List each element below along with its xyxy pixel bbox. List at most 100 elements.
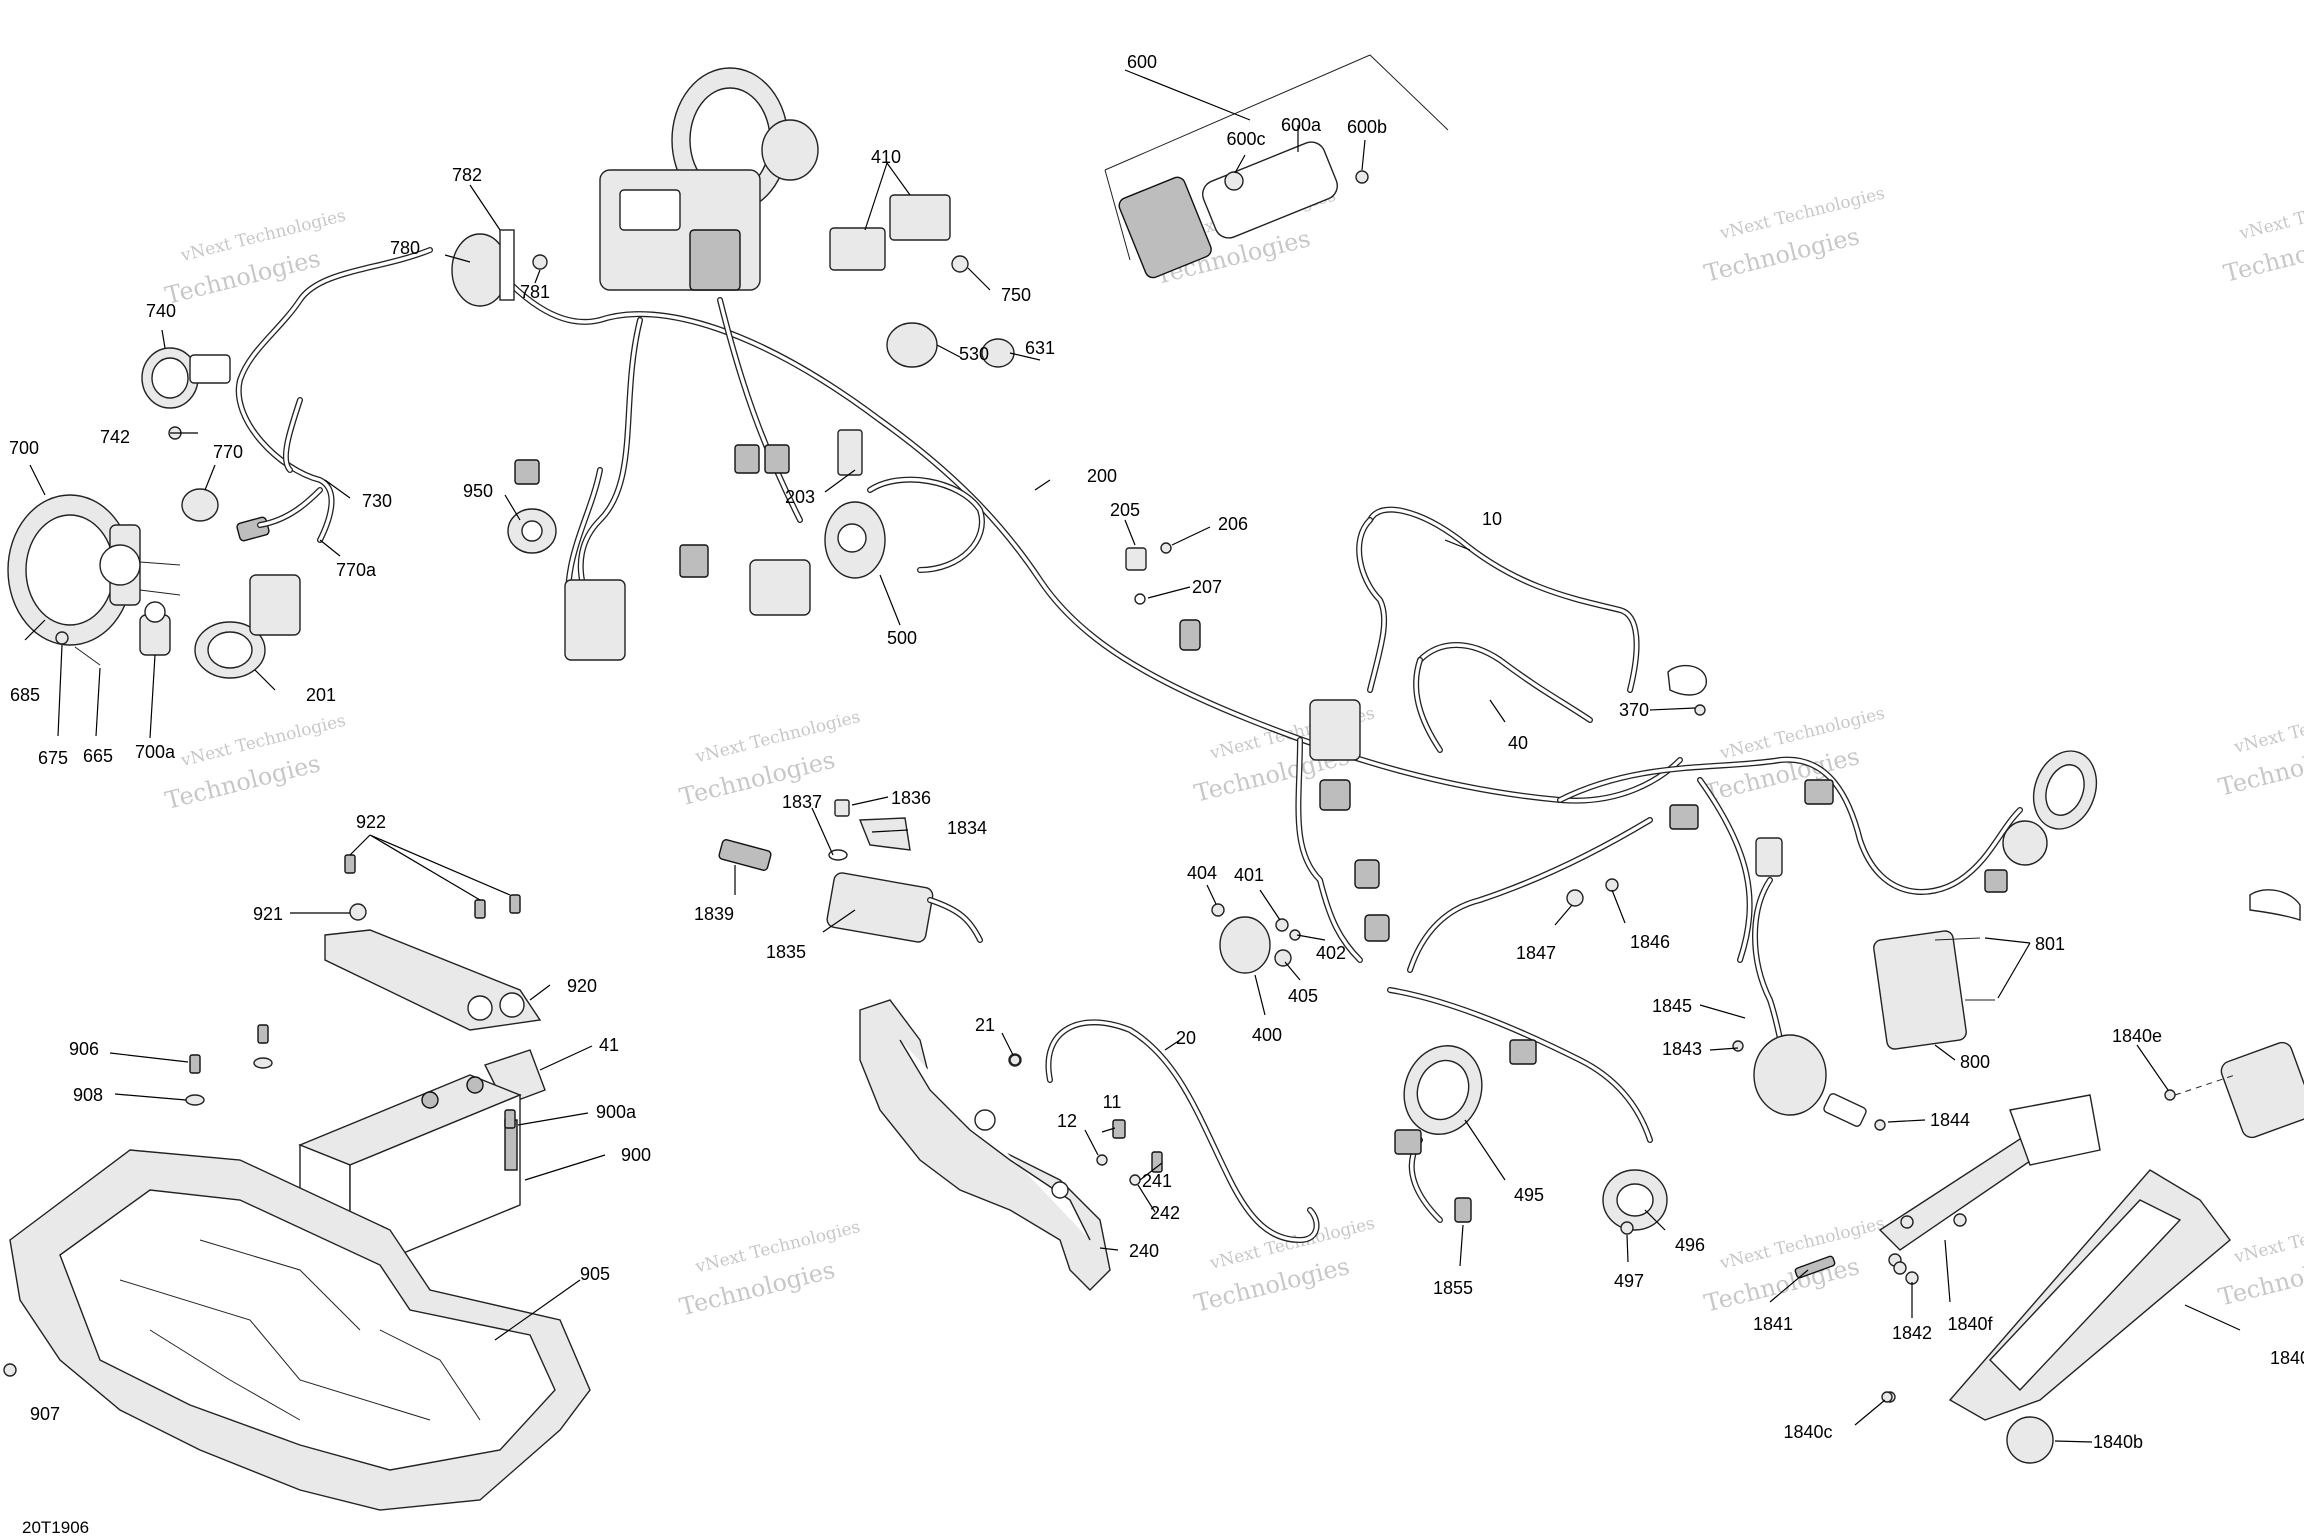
- callout-800: 800: [1960, 1052, 1990, 1072]
- callout-700a: 700a: [135, 742, 176, 762]
- callout-1840f: 1840f: [1947, 1314, 1993, 1334]
- bracket-1840f: [1878, 1094, 2101, 1267]
- fastener-21: [1009, 1054, 1021, 1066]
- front-harness-730: [235, 247, 433, 543]
- relay-400: [1211, 903, 1301, 974]
- callout-906: 906: [69, 1039, 99, 1059]
- callout-1840b: 1840b: [2093, 1432, 2143, 1452]
- callout-500: 500: [887, 628, 917, 648]
- callout-241: 241: [1142, 1171, 1172, 1191]
- callout-21: 21: [975, 1015, 995, 1035]
- callout-405: 405: [1288, 986, 1318, 1006]
- callout-782: 782: [452, 165, 482, 185]
- clip-203: [837, 429, 863, 476]
- bulb-700a: [139, 601, 171, 656]
- light-495: [1394, 1039, 1537, 1155]
- callout-496: 496: [1675, 1235, 1705, 1255]
- connector-right-edge: [2249, 889, 2301, 921]
- callout-1842: 1842: [1892, 1323, 1932, 1343]
- callout-201: 201: [306, 685, 336, 705]
- callout-770: 770: [213, 442, 243, 462]
- connector-block: [514, 444, 811, 661]
- light-496: [1602, 1169, 1668, 1235]
- light-740: [141, 347, 231, 440]
- harness-500: [867, 476, 985, 573]
- callout-675: 675: [38, 748, 68, 768]
- fasteners-205-207: [1125, 542, 1201, 651]
- callout-750: 750: [1001, 285, 1031, 305]
- bulb-770: [181, 487, 323, 542]
- callout-1855: 1855: [1433, 1278, 1473, 1298]
- clip-370: [1667, 664, 1707, 716]
- callout-205: 205: [1110, 500, 1140, 520]
- bracket-240: [859, 999, 1111, 1291]
- callout-240: 240: [1129, 1241, 1159, 1261]
- hold-down-920: [324, 854, 542, 1031]
- lamp-201: [194, 574, 301, 679]
- callout-900a: 900a: [596, 1102, 637, 1122]
- watermark: vNext Technologies Technologies: [162, 711, 347, 815]
- module-500: [824, 501, 886, 579]
- callout-742: 742: [100, 427, 130, 447]
- callout-781: 781: [520, 282, 550, 302]
- callout-1834: 1834: [947, 818, 987, 838]
- watermark-line1: vNext Technologies: [2231, 1207, 2304, 1268]
- bracket-1840: [1884, 1169, 2231, 1464]
- callout-665: 665: [83, 746, 113, 766]
- connector-1845: [1755, 837, 1783, 877]
- callout-495: 495: [1514, 1185, 1544, 1205]
- watermark: vNext Technologies Technologies: [2216, 697, 2304, 801]
- callout-1840c: 1840c: [1783, 1422, 1832, 1442]
- gauge-cluster: [599, 67, 819, 291]
- callout-905: 905: [580, 1264, 610, 1284]
- callout-400: 400: [1252, 1025, 1282, 1045]
- callout-1843: 1843: [1662, 1039, 1702, 1059]
- watermark: vNext Technologies Technologies: [2216, 1207, 2304, 1311]
- lamp-right-upper: [1984, 750, 2098, 893]
- connector-1855: [1454, 1197, 1472, 1223]
- watermark: vNext Technologies Technologies: [677, 707, 862, 811]
- callout-900: 900: [621, 1145, 651, 1165]
- callout-770a: 770a: [336, 560, 377, 580]
- callout-922: 922: [356, 812, 386, 832]
- fasteners-906-908: [185, 1024, 273, 1106]
- relay-410: [829, 194, 951, 271]
- main-harness-200: [477, 247, 2023, 973]
- callout-600a: 600a: [1281, 115, 1322, 135]
- callout-206: 206: [1218, 514, 1248, 534]
- cable-10: [1356, 506, 1640, 693]
- watermark: vNext Technologies Technologies: [1191, 1213, 1376, 1317]
- lamp-1840e: [2164, 1041, 2304, 1139]
- cable-20: [1045, 1019, 1320, 1243]
- callout-685: 685: [10, 685, 40, 705]
- module-800: [1873, 930, 1995, 1050]
- leader-lines: [24, 69, 2241, 1443]
- callout-203: 203: [785, 487, 815, 507]
- switch-950: [507, 508, 557, 554]
- callout-1845: 1845: [1652, 996, 1692, 1016]
- callout-401: 401: [1234, 865, 1264, 885]
- horn-780: [451, 229, 548, 307]
- watermark: vNext Technologies Technologies: [162, 206, 347, 310]
- watermark: vNext Technologies Technologies: [677, 1217, 862, 1321]
- harness-junction: [1309, 699, 1834, 942]
- figure-id: 20T1906: [22, 1518, 89, 1536]
- callout-1841: 1841: [1753, 1314, 1793, 1334]
- fasteners-1846-1847: [1566, 878, 1619, 907]
- fasteners-1840: [1881, 1391, 1893, 1403]
- callout-1839: 1839: [694, 904, 734, 924]
- battery-tray-905: [9, 1149, 591, 1511]
- callout-410: 410: [871, 147, 901, 167]
- switch-530: [886, 322, 1015, 368]
- callout-1836: 1836: [891, 788, 931, 808]
- callout-801: 801: [2035, 934, 2065, 954]
- ecm-600: [1104, 54, 1449, 279]
- callout-404: 404: [1187, 863, 1217, 883]
- callout-40: 40: [1508, 733, 1528, 753]
- callout-600c: 600c: [1226, 129, 1265, 149]
- callout-12: 12: [1057, 1111, 1077, 1131]
- callout-780: 780: [390, 238, 420, 258]
- callout-labels: 10 11 12 20 21 40 41 200 201 203 205 206…: [9, 52, 2304, 1452]
- watermark: vNext Technologies Technologies: [2221, 184, 2304, 288]
